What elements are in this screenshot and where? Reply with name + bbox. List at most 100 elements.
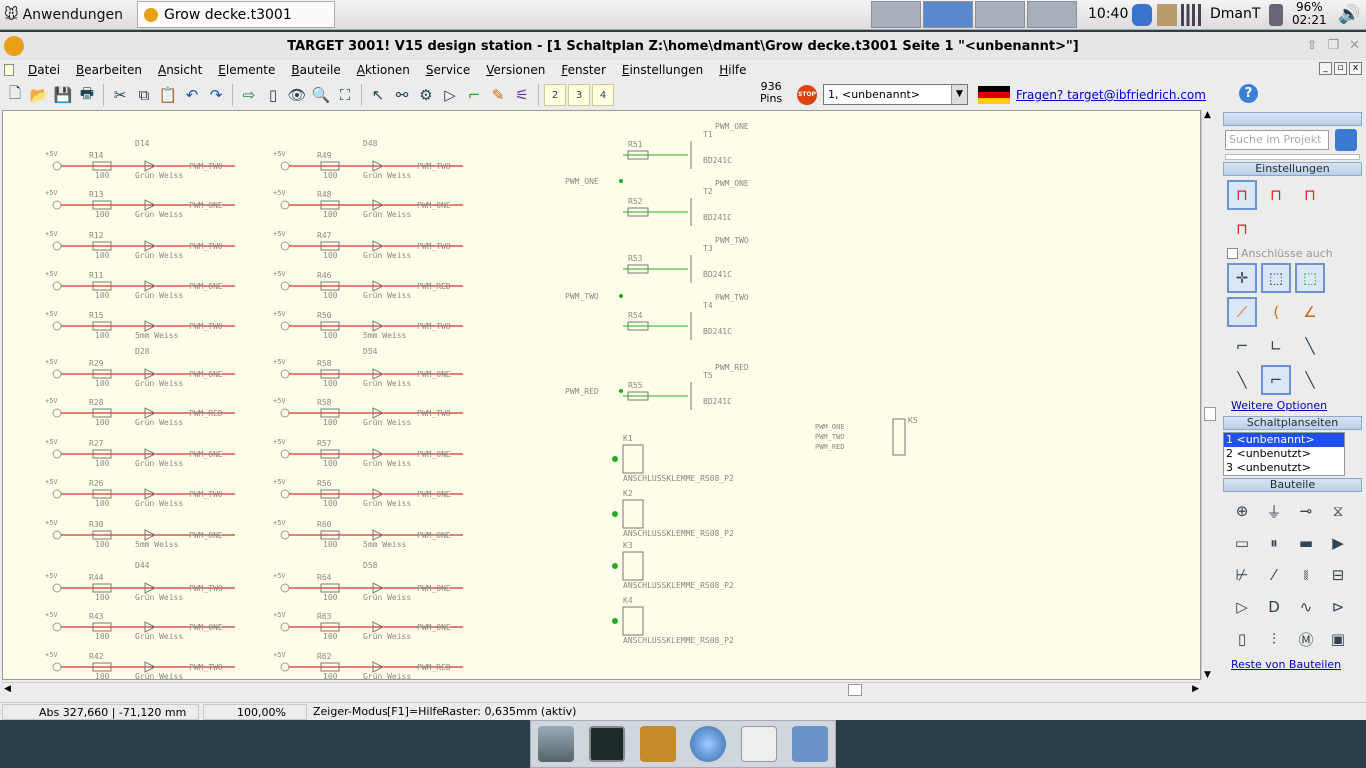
route-style-5-icon[interactable]: ⌐ xyxy=(1261,365,1291,395)
page-select[interactable]: 1, <unbenannt> ▼ xyxy=(823,84,968,105)
open-folder-icon[interactable]: 📂 xyxy=(29,86,49,104)
voltage-source-icon[interactable]: ⊕ xyxy=(1235,502,1249,520)
workspace-4[interactable] xyxy=(1027,1,1077,28)
menu-service[interactable]: Service xyxy=(425,63,471,77)
vertical-scrollbar[interactable]: ▲ ▼ xyxy=(1201,110,1217,680)
redo-icon[interactable]: ↷ xyxy=(209,86,223,104)
menu-fenster[interactable]: Fenster xyxy=(561,63,606,77)
file-manager-icon[interactable] xyxy=(639,726,676,762)
applications-menu-button[interactable]: 🐭 Anwendungen xyxy=(4,3,123,27)
and-gate-icon[interactable]: D xyxy=(1268,598,1280,616)
window-titlebar[interactable]: TARGET 3001! V15 design station - [1 Sch… xyxy=(0,32,1366,60)
switch-icon[interactable]: ⁄ xyxy=(1272,566,1276,584)
bluetooth-icon[interactable] xyxy=(1132,4,1152,26)
mdi-minimize-icon[interactable]: _ xyxy=(1319,62,1332,75)
component-icon[interactable]: ⚙ xyxy=(419,86,433,104)
scroll-left-icon[interactable]: ◀ xyxy=(4,684,11,694)
taskbar-window-button[interactable]: Grow decke.t3001 xyxy=(137,1,335,28)
folder-icon[interactable] xyxy=(791,726,828,762)
signal-strength-icon[interactable] xyxy=(1181,4,1201,26)
battery-status[interactable]: 96% 02:21 xyxy=(1292,1,1327,27)
ground-icon[interactable]: ⏚ xyxy=(1266,502,1282,521)
user-name[interactable]: DmanT xyxy=(1210,6,1261,22)
opamp-icon[interactable]: ▷ xyxy=(1236,598,1248,616)
motor-icon[interactable]: Ⓜ xyxy=(1298,630,1314,649)
parts-panel-header[interactable]: Bauteile xyxy=(1223,478,1362,492)
angle-wire-icon[interactable]: ∠ xyxy=(1303,303,1317,321)
route-style-2-icon[interactable]: ∟ xyxy=(1269,337,1283,355)
route-style-4-icon[interactable]: ╲ xyxy=(1237,371,1247,389)
quartz-icon[interactable]: ▯ xyxy=(1237,630,1247,648)
view-eye-icon[interactable]: 👁 xyxy=(287,86,307,104)
chevron-down-icon[interactable]: ▼ xyxy=(951,85,967,104)
menu-hilfe[interactable]: Hilfe xyxy=(719,63,747,77)
workspace-1[interactable] xyxy=(871,1,921,28)
scroll-right-icon[interactable]: ▶ xyxy=(1192,684,1199,694)
more-options-link[interactable]: Weitere Optionen xyxy=(1231,399,1328,412)
menu-aktionen[interactable]: Aktionen xyxy=(356,63,410,77)
search-panel-header[interactable] xyxy=(1223,112,1362,126)
paste-icon[interactable]: 📋 xyxy=(158,86,178,104)
workspace-2[interactable] xyxy=(923,1,973,28)
web-browser-icon[interactable] xyxy=(690,726,727,762)
search-icon[interactable] xyxy=(740,726,777,762)
page-list-item[interactable]: 3 <unbenutzt> xyxy=(1226,461,1311,474)
crystal-icon[interactable]: ⧛ xyxy=(1303,566,1309,584)
clock[interactable]: 10:40 xyxy=(1088,6,1129,22)
workspace-3[interactable] xyxy=(975,1,1025,28)
menu-ansicht[interactable]: Ansicht xyxy=(157,63,203,77)
page-list-item[interactable]: 2 <unbenutzt> xyxy=(1226,447,1311,460)
pages-panel-header[interactable]: Schaltplanseiten xyxy=(1223,416,1362,430)
relay-icon[interactable]: ⊟ xyxy=(1331,566,1345,584)
binoculars-icon[interactable]: ⚯ xyxy=(395,86,409,104)
cut-icon[interactable]: ✂ xyxy=(113,86,127,104)
junction-style-1-icon[interactable]: ⊓ xyxy=(1227,180,1257,210)
zoom-icon[interactable]: 🔍 xyxy=(311,86,331,104)
menu-versionen[interactable]: Versionen xyxy=(486,63,546,77)
move-tool-icon[interactable]: ⬚ xyxy=(1261,263,1291,293)
route-style-3-icon[interactable]: ╲ xyxy=(1305,337,1315,355)
german-flag-icon[interactable] xyxy=(978,86,1010,104)
page-button-2[interactable]: 2 xyxy=(544,84,566,106)
mdi-close-icon[interactable]: x xyxy=(1349,62,1362,75)
remaining-parts-link[interactable]: Reste von Bauteilen xyxy=(1231,658,1342,671)
resistor-icon[interactable]: ▭ xyxy=(1234,534,1250,552)
diode-icon[interactable]: ▶ xyxy=(1332,534,1344,552)
signal-icon[interactable]: ∿ xyxy=(1299,598,1313,616)
to-pcb-icon[interactable]: ⇨ xyxy=(242,86,256,104)
page-button-4[interactable]: 4 xyxy=(592,84,614,106)
save-icon[interactable]: 💾 xyxy=(53,86,73,104)
horizontal-scroll-thumb[interactable] xyxy=(848,684,862,696)
arc-wire-icon[interactable]: ⟨ xyxy=(1273,303,1279,321)
window-close-icon[interactable]: ✕ xyxy=(1349,38,1360,53)
undo-icon[interactable]: ↶ xyxy=(185,86,199,104)
support-email-link[interactable]: Fragen? target@ibfriedrich.com xyxy=(1016,88,1206,102)
mdi-restore-icon[interactable]: ▫ xyxy=(1334,62,1347,75)
crosshair-icon[interactable]: ✛ xyxy=(1227,263,1257,293)
menu-datei[interactable]: Datei xyxy=(28,63,61,77)
zoom-fit-icon[interactable]: ⛶ xyxy=(339,86,351,104)
menu-einstellungen[interactable]: Einstellungen xyxy=(621,63,704,77)
gate-icon[interactable]: ▷ xyxy=(444,86,456,104)
scroll-up-icon[interactable]: ▲ xyxy=(1204,110,1211,120)
select-box-icon[interactable]: ⬚ xyxy=(1295,263,1325,293)
pen-icon[interactable]: ✎ xyxy=(491,86,505,104)
window-maximize-icon[interactable]: ⇧ xyxy=(1306,38,1318,53)
diagonal-wire-icon[interactable]: ⟋ xyxy=(1227,297,1257,327)
led-icon[interactable]: ⊳ xyxy=(1331,598,1345,616)
vertical-scroll-thumb[interactable] xyxy=(1204,407,1216,421)
transformer-icon[interactable]: ⧖ xyxy=(1332,502,1344,520)
scroll-down-icon[interactable]: ▼ xyxy=(1204,670,1211,680)
stop-icon[interactable]: STOP xyxy=(797,85,817,105)
window-restore-icon[interactable]: ❐ xyxy=(1327,38,1340,53)
project-search-input[interactable]: Suche im Projekt xyxy=(1225,130,1329,150)
polarized-cap-icon[interactable]: ⫶ xyxy=(1272,630,1276,648)
display-icon[interactable]: ▣ xyxy=(1330,630,1346,648)
junction-style-2-icon[interactable]: ⊓ xyxy=(1270,186,1282,204)
show-desktop-icon[interactable] xyxy=(538,726,575,762)
route-style-1-icon[interactable]: ⌐ xyxy=(1235,337,1249,355)
page-button-3[interactable]: 3 xyxy=(568,84,590,106)
menu-bearbeiten[interactable]: Bearbeiten xyxy=(76,63,142,77)
junction-style-4-icon[interactable]: ⊓ xyxy=(1236,220,1248,238)
